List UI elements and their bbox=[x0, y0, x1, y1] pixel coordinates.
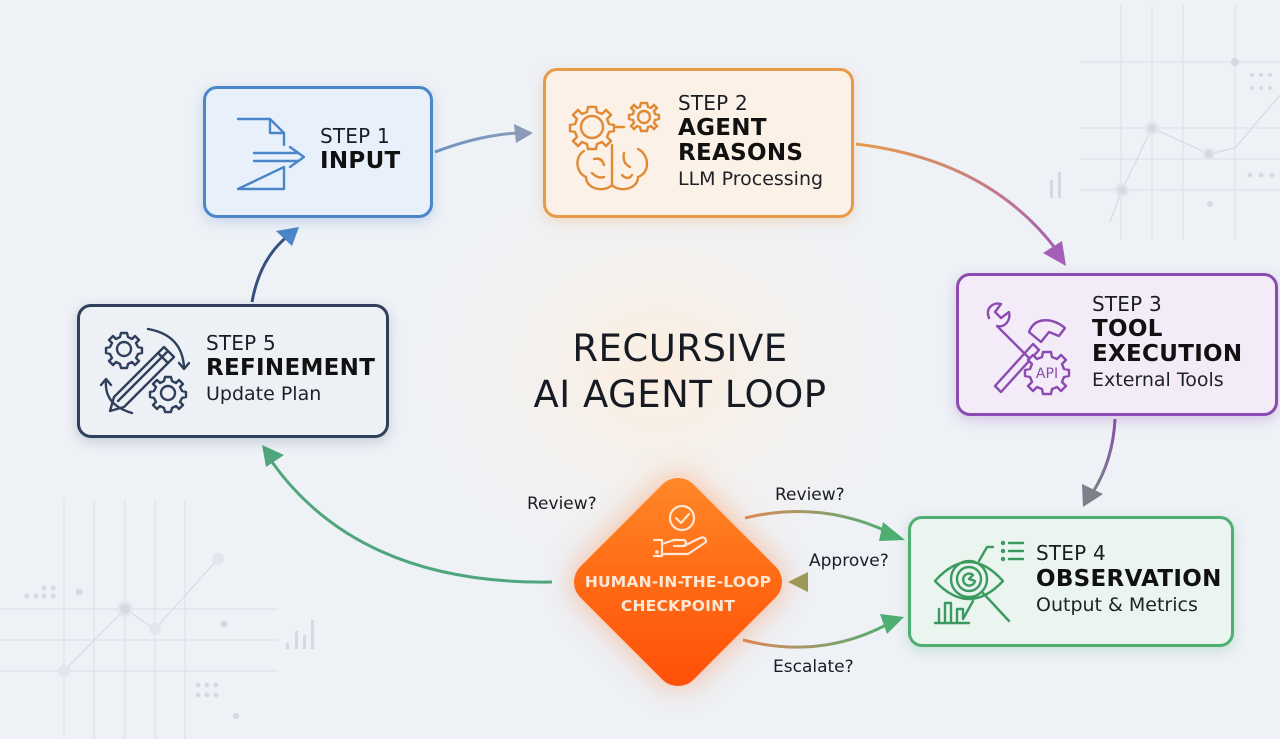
edge-label-review-right: Review? bbox=[775, 485, 845, 505]
step-title: INPUT bbox=[320, 148, 401, 174]
edge-label-escalate: Escalate? bbox=[773, 657, 854, 677]
step-card-tool-execution[interactable]: API STEP 3 TOOL EXECUTION External Tools bbox=[956, 273, 1278, 416]
background-points-bottom-left bbox=[24, 553, 314, 719]
title-line-1: RECURSIVE bbox=[572, 327, 788, 370]
document-input-icon bbox=[236, 117, 306, 191]
step-number: STEP 2 bbox=[678, 91, 748, 115]
step-title-line-1: TOOL bbox=[1092, 316, 1163, 342]
arrowhead-escalate bbox=[880, 614, 904, 634]
arrow-step5-to-step1 bbox=[250, 234, 289, 303]
hand-checkmark-icon bbox=[652, 504, 708, 558]
arrowhead-step3-to-step4 bbox=[1082, 484, 1103, 507]
svg-text:API: API bbox=[1036, 366, 1058, 382]
step-number: STEP 1 bbox=[320, 124, 390, 148]
step-title-line-2: REASONS bbox=[678, 140, 804, 166]
step-subtitle: External Tools bbox=[1092, 369, 1224, 391]
step-subtitle: Update Plan bbox=[206, 383, 322, 405]
diagram-title: RECURSIVE AI AGENT LOOP bbox=[470, 326, 890, 418]
step-number: STEP 4 bbox=[1036, 541, 1106, 565]
tools-api-icon: API bbox=[986, 302, 1071, 396]
human-in-the-loop-checkpoint[interactable]: HUMAN-IN-THE-LOOP CHECKPOINT bbox=[562, 466, 794, 698]
title-line-2: AI AGENT LOOP bbox=[533, 373, 827, 416]
arrow-step3-to-step4 bbox=[1091, 418, 1117, 493]
step-card-agent-reasons[interactable]: STEP 2 AGENT REASONS LLM Processing bbox=[543, 68, 854, 218]
step-card-observation[interactable]: STEP 4 OBSERVATION Output & Metrics bbox=[908, 516, 1234, 647]
arrowhead-approve bbox=[788, 572, 808, 592]
brain-gears-icon bbox=[568, 101, 661, 191]
step-title: OBSERVATION bbox=[1036, 566, 1222, 592]
background-grid-top-right bbox=[1080, 5, 1280, 240]
arrow-checkpoint-to-step5 bbox=[270, 461, 553, 584]
step-title-line-1: AGENT bbox=[678, 115, 767, 141]
pencil-gears-cycle-icon bbox=[99, 327, 191, 415]
background-points-top-right bbox=[1050, 58, 1275, 207]
edge-label-review-left: Review? bbox=[527, 494, 597, 514]
step-subtitle: Output & Metrics bbox=[1036, 594, 1198, 616]
arrowhead-checkpoint-to-step5 bbox=[262, 445, 284, 467]
step-title: REFINEMENT bbox=[206, 355, 376, 381]
arrow-review bbox=[744, 510, 889, 534]
arrowhead-step1-to-step2 bbox=[514, 124, 533, 143]
step-subtitle: LLM Processing bbox=[678, 168, 824, 190]
step-title-line-2: EXECUTION bbox=[1092, 341, 1243, 367]
edge-label-approve: Approve? bbox=[809, 551, 889, 571]
background-grid-bottom-left bbox=[0, 500, 278, 739]
checkpoint-label-line-1: HUMAN-IN-THE-LOOP bbox=[584, 573, 772, 591]
checkpoint-label-line-2: CHECKPOINT bbox=[620, 597, 736, 615]
eye-magnifier-icon bbox=[933, 540, 1025, 625]
step-card-input[interactable]: STEP 1 INPUT bbox=[203, 86, 433, 218]
arrowhead-step5-to-step1 bbox=[276, 227, 299, 246]
arrowhead-step2-to-step3 bbox=[1043, 241, 1066, 266]
arrow-step2-to-step3 bbox=[855, 142, 1060, 253]
arrow-escalate bbox=[742, 622, 889, 649]
step-number: STEP 3 bbox=[1092, 292, 1162, 316]
arrowhead-review bbox=[879, 522, 905, 541]
step-card-refinement[interactable]: STEP 5 REFINEMENT Update Plan bbox=[77, 304, 389, 438]
step-number: STEP 5 bbox=[206, 331, 276, 355]
arrow-step1-to-step2 bbox=[434, 131, 519, 154]
